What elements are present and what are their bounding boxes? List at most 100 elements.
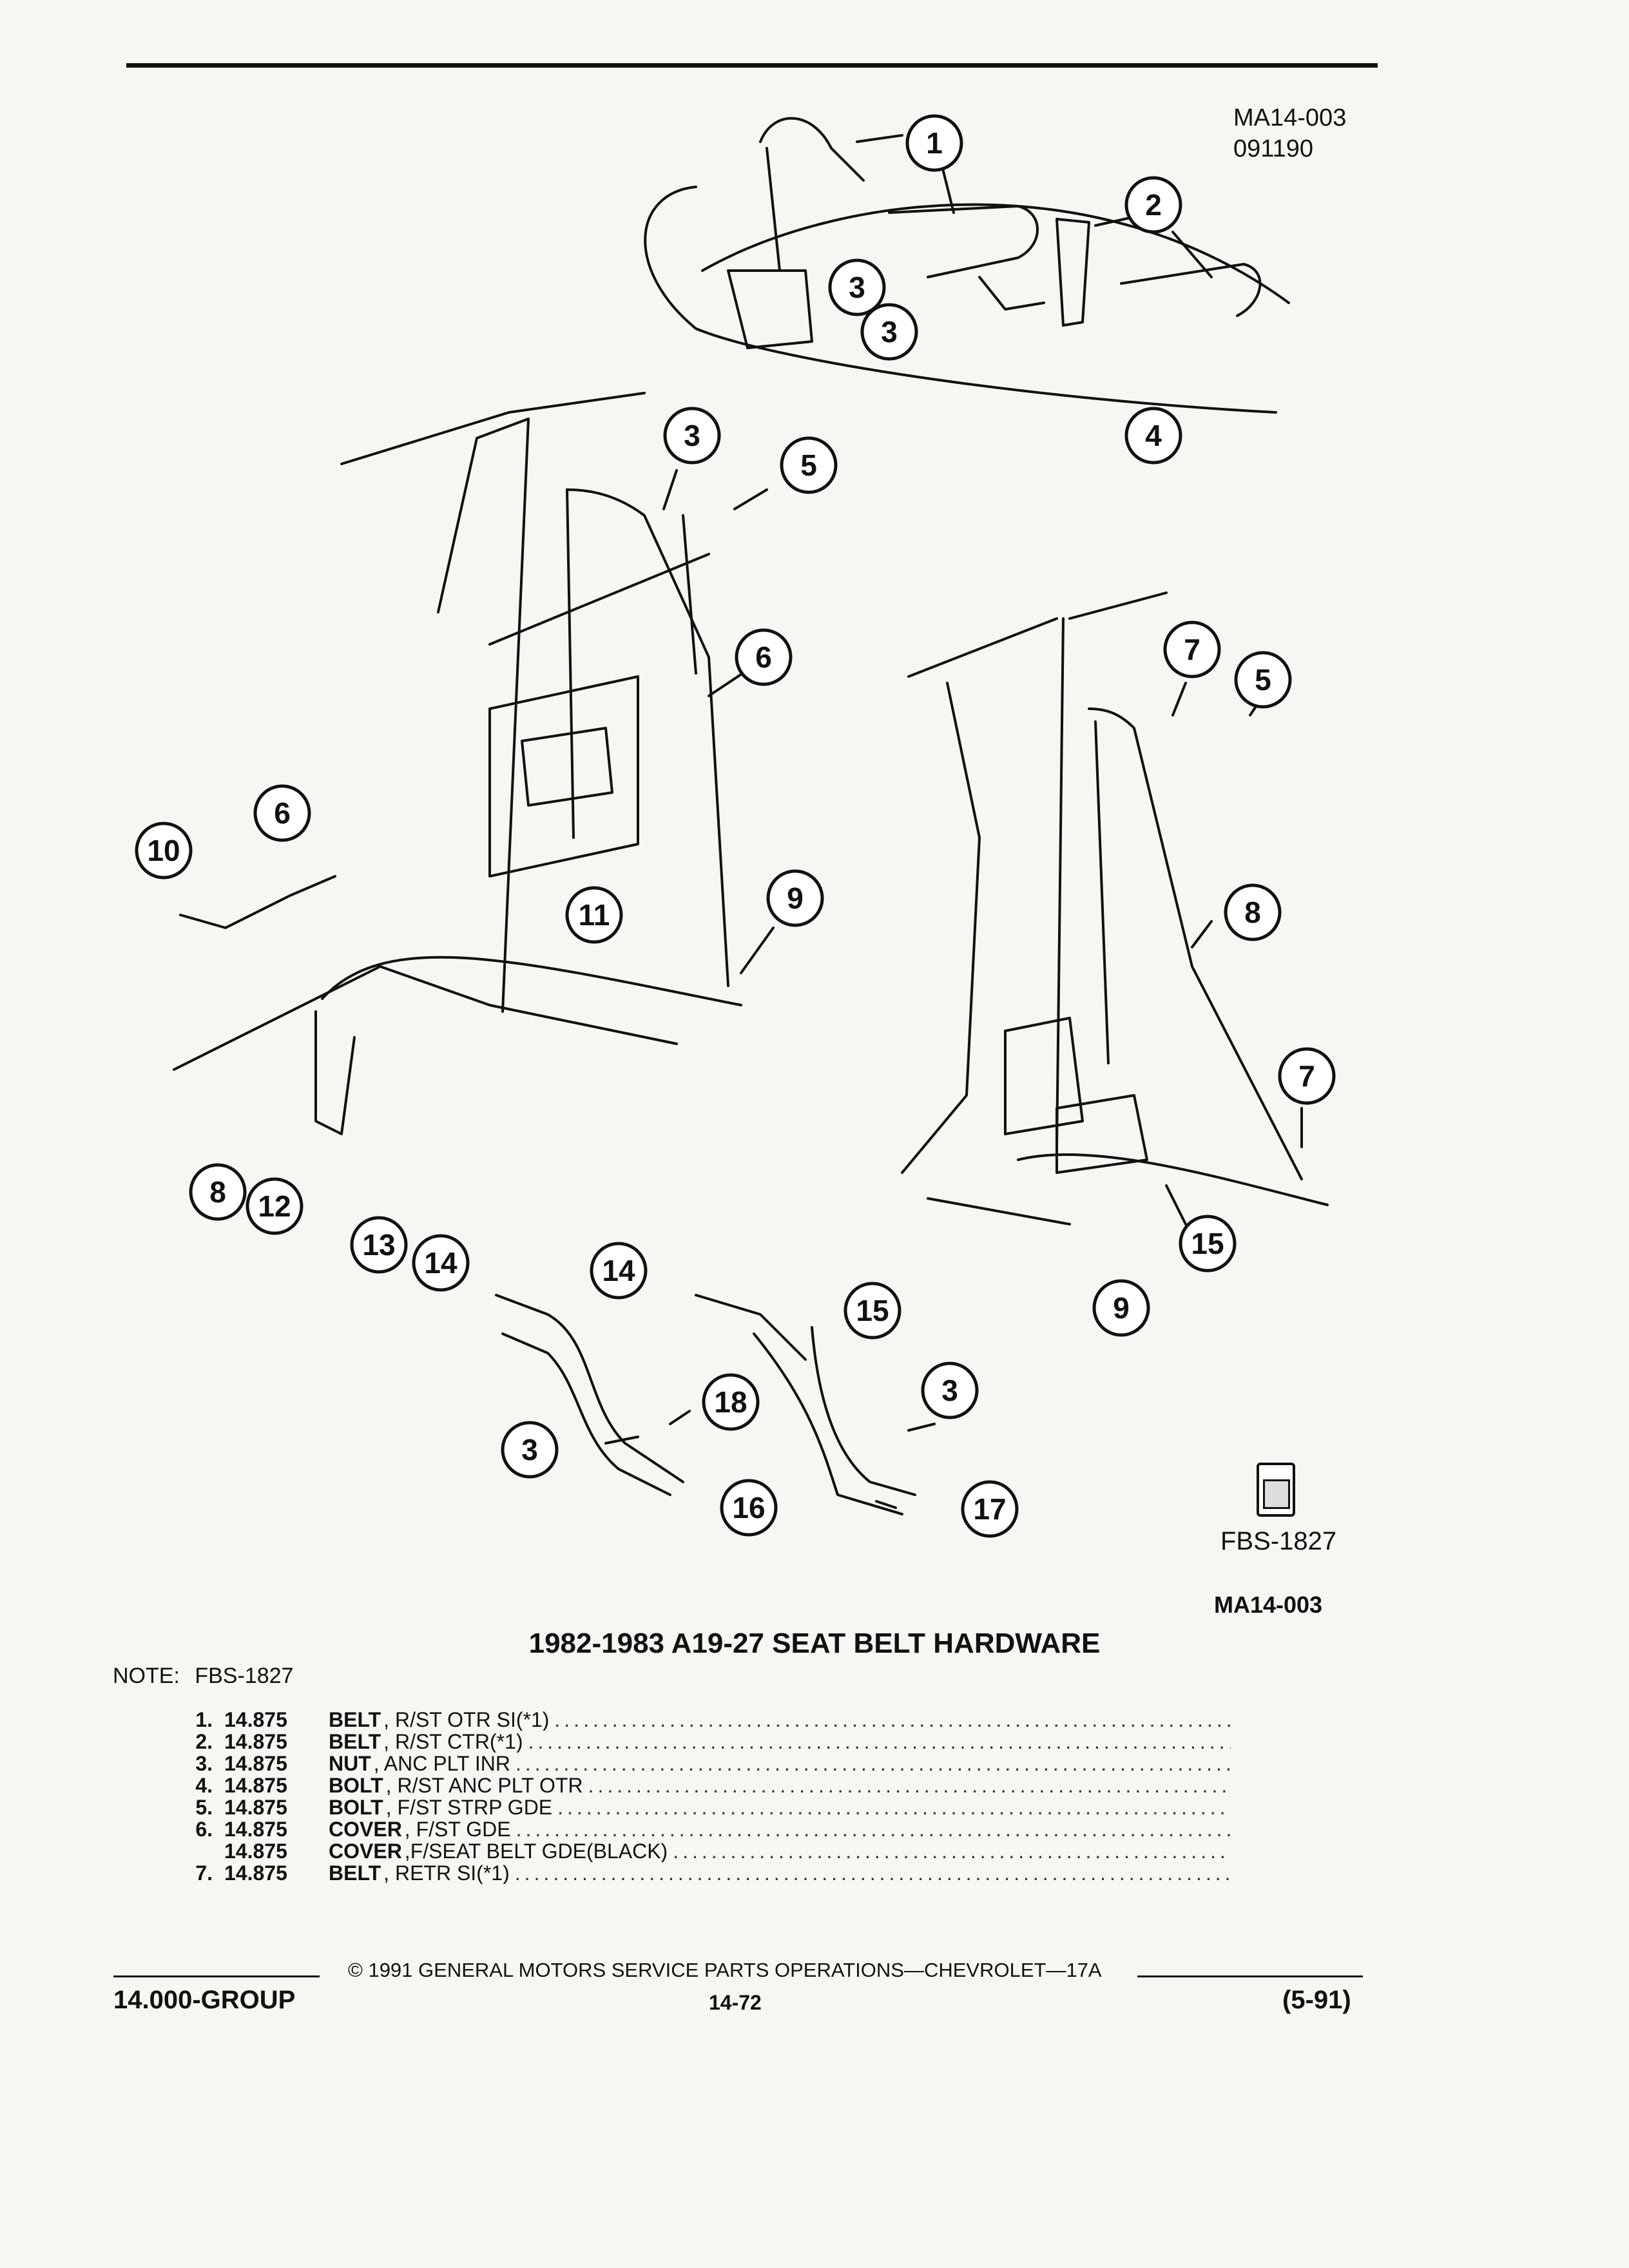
- part-name: COVER: [329, 1840, 402, 1862]
- callout-number: 1: [926, 126, 943, 160]
- callout-number: 12: [258, 1189, 291, 1223]
- callout-number: 16: [732, 1491, 765, 1524]
- leader-dots: ........................................…: [528, 1731, 1231, 1753]
- callout-number: 3: [881, 315, 898, 349]
- part-desc: , R/ST ANC PLT OTR: [385, 1774, 583, 1796]
- part-name: BOLT: [329, 1796, 383, 1818]
- callout-number: 2: [1145, 188, 1162, 222]
- callout-4: [828, 258, 886, 316]
- part-number: 4.: [195, 1774, 213, 1796]
- callout-number: 8: [209, 1175, 226, 1209]
- callout-13: [246, 1177, 304, 1235]
- callout-number: 9: [1113, 1291, 1130, 1325]
- leader-dots: ........................................…: [514, 1862, 1231, 1884]
- callout-18: [843, 1282, 901, 1340]
- part-number: 7.: [195, 1862, 213, 1884]
- callout-16: [501, 1421, 559, 1479]
- part-group: 14.875: [224, 1753, 287, 1774]
- callout-3: [921, 1361, 979, 1419]
- leader-dots: ........................................…: [673, 1840, 1231, 1862]
- callout-number: 3: [521, 1433, 538, 1466]
- parts-row: 3. 14.875 NUT, ANC PLT INR................…: [187, 1753, 1231, 1774]
- part-name: BOLT: [329, 1774, 383, 1796]
- callout-number: 8: [1244, 896, 1261, 929]
- leader-dots: ........................................…: [557, 1796, 1231, 1818]
- callout-number: 5: [800, 448, 817, 482]
- ma-code: MA14-003: [1214, 1591, 1323, 1618]
- part-desc: , F/ST STRP GDE: [385, 1796, 553, 1818]
- callout-3: [860, 303, 918, 361]
- callout-number: 3: [941, 1374, 958, 1407]
- callout-number: 11: [579, 898, 610, 932]
- callout-number: 3: [684, 419, 700, 452]
- callout-number: 13: [362, 1228, 395, 1262]
- callout-number: 10: [147, 834, 180, 867]
- callout-7: [735, 628, 793, 686]
- rear-seat-outline: [644, 186, 1277, 414]
- part-desc: , R/ST CTR(*1): [383, 1731, 523, 1753]
- part-name: COVER: [329, 1818, 402, 1840]
- revision-date: (5-91): [1282, 1986, 1351, 2014]
- callout-number: 3: [849, 271, 865, 304]
- callout-number: 18: [714, 1385, 747, 1419]
- callout-11: [135, 822, 193, 879]
- leader-dots: ........................................…: [516, 1818, 1231, 1840]
- part-number: 5.: [195, 1796, 213, 1818]
- callout-14: [350, 1216, 408, 1274]
- part-number: 3.: [195, 1753, 213, 1774]
- callout-1: [905, 114, 963, 172]
- callout-12: [189, 1163, 247, 1221]
- part-group: 14.875: [224, 1731, 287, 1753]
- callout-5: [663, 407, 721, 465]
- callout-number: 15: [856, 1294, 889, 1327]
- diagram-code: MA14-003: [1233, 104, 1347, 131]
- callout-17: [720, 1479, 778, 1537]
- part-group: 14.875: [224, 1709, 287, 1731]
- part-number: 2.: [195, 1731, 213, 1753]
- callout-10: [253, 784, 311, 842]
- diagram-date: 091190: [1233, 135, 1313, 162]
- leader-dots: ........................................…: [515, 1753, 1231, 1774]
- part-group: 14.875: [224, 1862, 287, 1884]
- part-name: NUT: [329, 1753, 371, 1774]
- page-title: 1982-1983 A19-27 SEAT BELT HARDWARE: [528, 1628, 1101, 1659]
- callout-number: 17: [973, 1492, 1006, 1526]
- callout-number: 5: [1255, 663, 1271, 697]
- callout-6: [780, 436, 838, 494]
- fbs-code: FBS-1827: [1220, 1527, 1337, 1555]
- callout-3: [1124, 407, 1182, 465]
- leader-dots: ........................................…: [554, 1709, 1231, 1731]
- callout-number: 6: [274, 796, 291, 830]
- page-number: 14-72: [709, 1991, 762, 2014]
- part-group: 14.875: [224, 1774, 287, 1796]
- part-desc: , RETR SI(*1): [383, 1862, 510, 1884]
- group-label: 14.000-GROUP: [113, 1986, 296, 2014]
- part-group: 14.875: [224, 1818, 287, 1840]
- callout-9: [1179, 1215, 1237, 1273]
- parts-row: 4. 14.875 BOLT, R/ST ANC PLT OTR..........…: [187, 1774, 1231, 1796]
- part-desc: , F/ST GDE: [404, 1818, 511, 1840]
- callout-2: [1124, 176, 1182, 234]
- copyright: © 1991 GENERAL MOTORS SERVICE PARTS OPER…: [348, 1959, 1102, 1981]
- leader-dots: ........................................…: [588, 1774, 1231, 1796]
- footer-rule-right: [1137, 1975, 1363, 1977]
- callout-number: 7: [1298, 1059, 1315, 1093]
- callout-15: [590, 1242, 648, 1300]
- callout-3: [702, 1373, 760, 1431]
- callout-8: [766, 869, 824, 927]
- callout-14: [1092, 1279, 1150, 1337]
- part-name: BELT: [329, 1862, 381, 1884]
- callout-9: [565, 886, 623, 944]
- part-desc: ,F/SEAT BELT GDE(BLACK): [404, 1840, 668, 1862]
- part-desc: , ANC PLT INR: [373, 1753, 510, 1774]
- note-label: NOTE:: [113, 1664, 180, 1688]
- callout-17: [961, 1480, 1019, 1538]
- callout-number: 7: [1184, 633, 1200, 666]
- parts-row: 7. 14.875 BELT, RETR SI(*1)...............…: [187, 1862, 1231, 1884]
- part-desc: , R/ST OTR SI(*1): [383, 1709, 550, 1731]
- note: NOTE: FBS-1827: [113, 1664, 293, 1689]
- part-group: 14.875: [224, 1796, 287, 1818]
